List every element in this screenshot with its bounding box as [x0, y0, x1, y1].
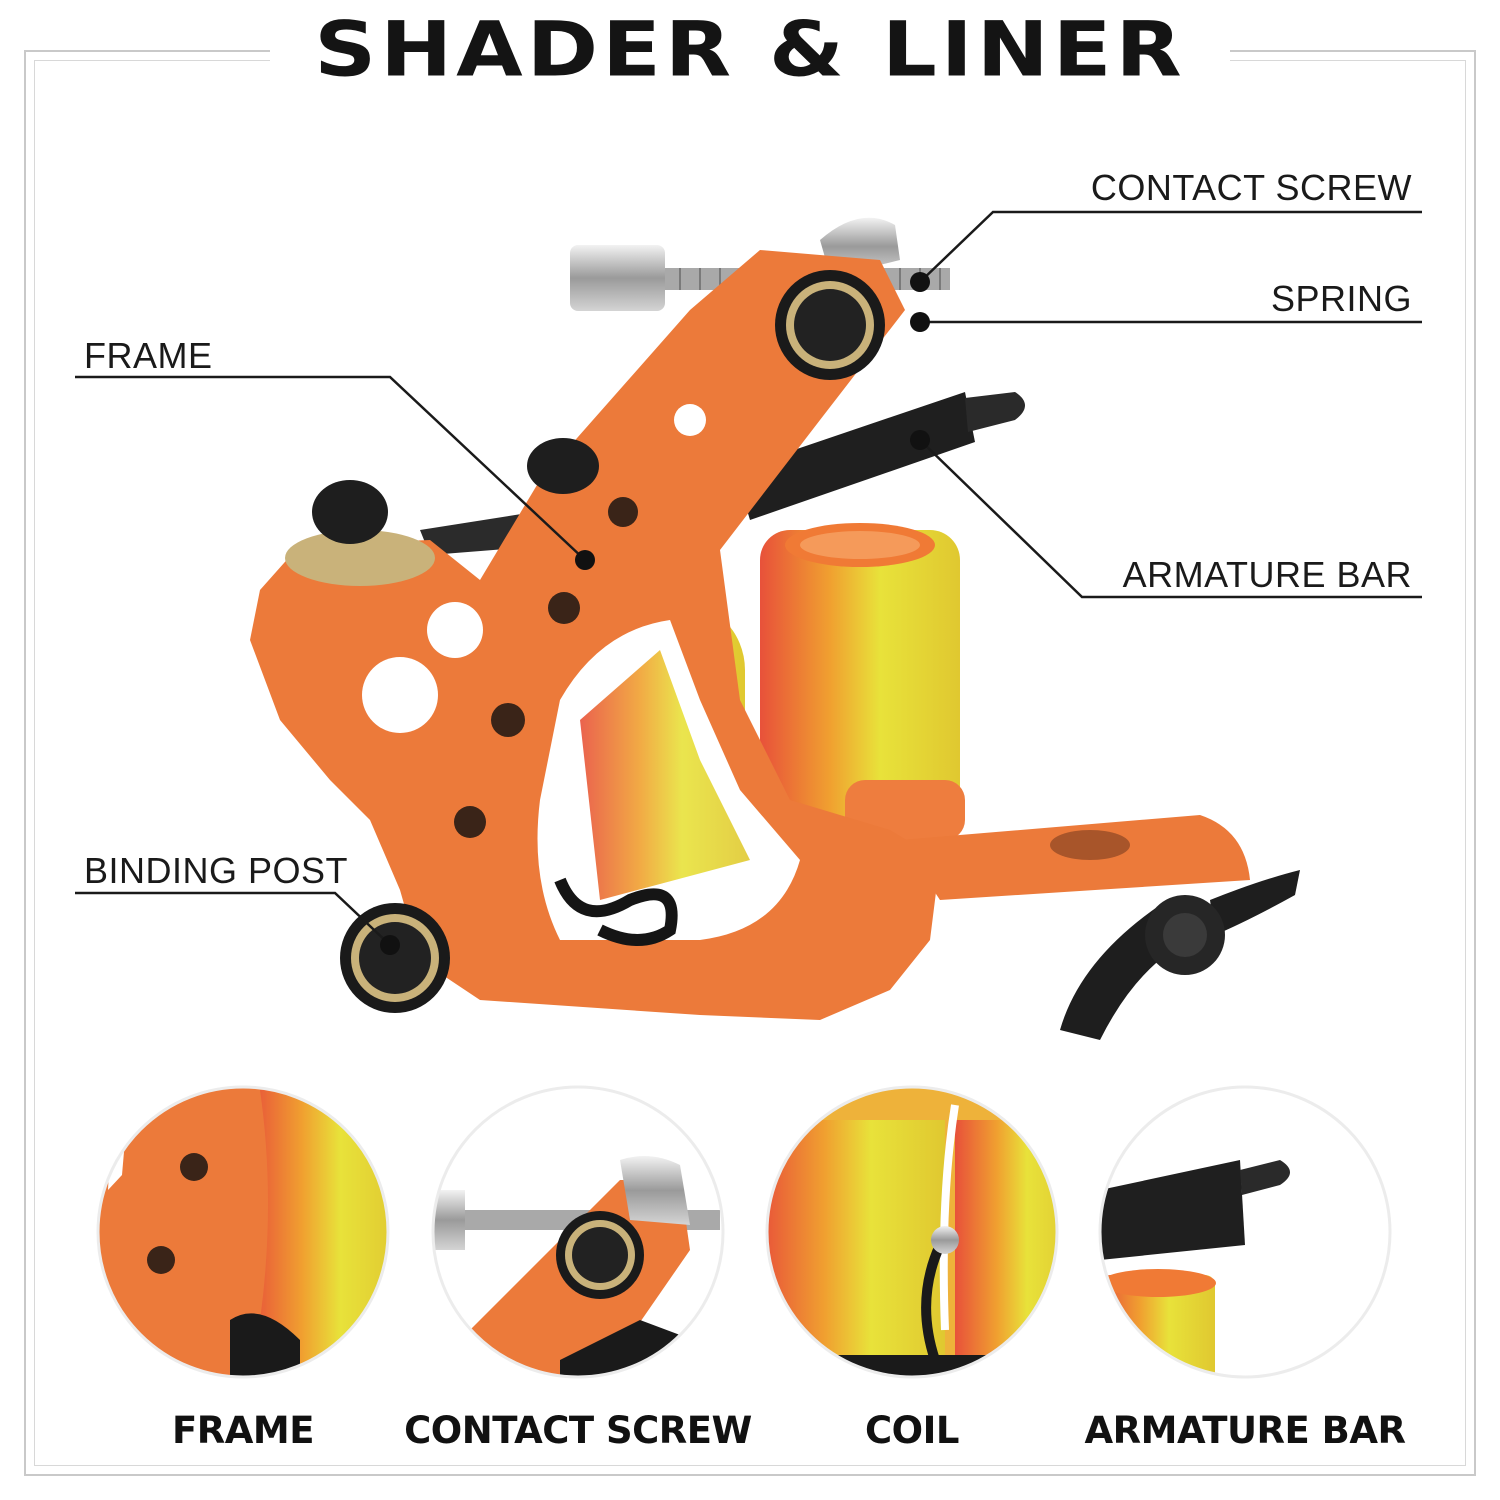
machine-frame	[250, 250, 940, 1020]
callout-dots	[380, 272, 930, 955]
wire	[554, 877, 678, 946]
binding-posts	[285, 270, 885, 1013]
wing-nut	[1060, 870, 1300, 1040]
callout-contact-screw: CONTACT SCREW	[1090, 167, 1412, 208]
caption-contact-screw: CONTACT SCREW	[404, 1409, 752, 1452]
title-backdrop	[270, 30, 1230, 90]
callout-frame: FRAME	[84, 335, 213, 376]
caption-armature-bar: ARMATURE BAR	[1084, 1409, 1406, 1452]
detail-circle-contact-screw	[431, 1085, 725, 1379]
detail-circle-armature-bar	[1098, 1085, 1392, 1379]
page-title: SHADER & LINER	[314, 5, 1186, 94]
detail-circle-frame	[96, 1085, 390, 1379]
callout-armature-bar: ARMATURE BAR	[1122, 554, 1412, 595]
detail-circle-coil	[765, 1085, 1059, 1379]
callout-leader-lines	[75, 210, 1422, 946]
caption-frame: FRAME	[172, 1409, 315, 1452]
tube-vise	[900, 815, 1250, 900]
callout-binding-post: BINDING POST	[84, 850, 349, 891]
caption-coil: COIL	[865, 1409, 959, 1452]
callout-spring: SPRING	[1270, 278, 1412, 319]
